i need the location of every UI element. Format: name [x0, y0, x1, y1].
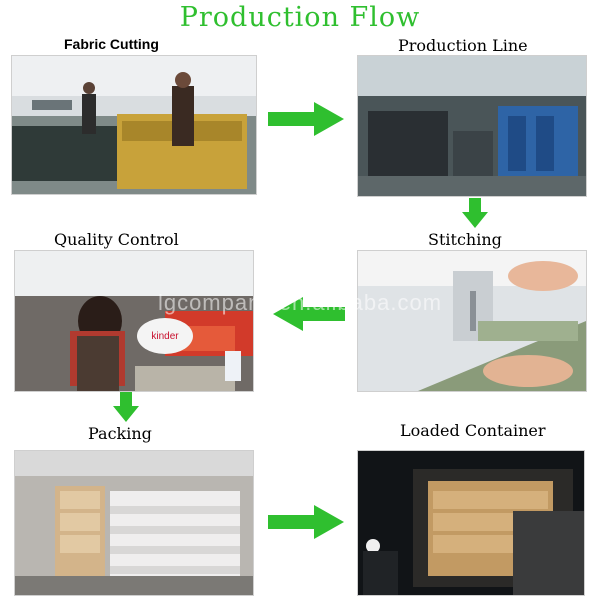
loaded-container-photo: [357, 450, 585, 596]
diagram-title: Production Flow: [179, 2, 421, 33]
step-label-fabric-cutting: Fabric Cutting: [64, 36, 159, 52]
production-line-photo: [357, 55, 587, 197]
quality-control-photo: kinder: [14, 250, 254, 392]
step-label-loaded-container: Loaded Container: [400, 421, 546, 440]
arrow-right-icon: [268, 102, 344, 136]
fabric-cutting-photo: [11, 55, 257, 195]
kinder-brand-text: kinder: [151, 331, 179, 342]
packing-photo: [14, 450, 254, 596]
step-label-quality-control: Quality Control: [54, 230, 179, 249]
step-label-packing: Packing: [88, 424, 152, 443]
step-label-production-line: Production Line: [398, 36, 528, 55]
arrow-down-icon: [113, 392, 139, 422]
stitching-photo: [357, 250, 587, 392]
arrow-down-icon: [462, 198, 488, 228]
arrow-left-icon: [273, 297, 345, 331]
arrow-right-icon: [268, 505, 344, 539]
step-label-stitching: Stitching: [428, 230, 502, 249]
